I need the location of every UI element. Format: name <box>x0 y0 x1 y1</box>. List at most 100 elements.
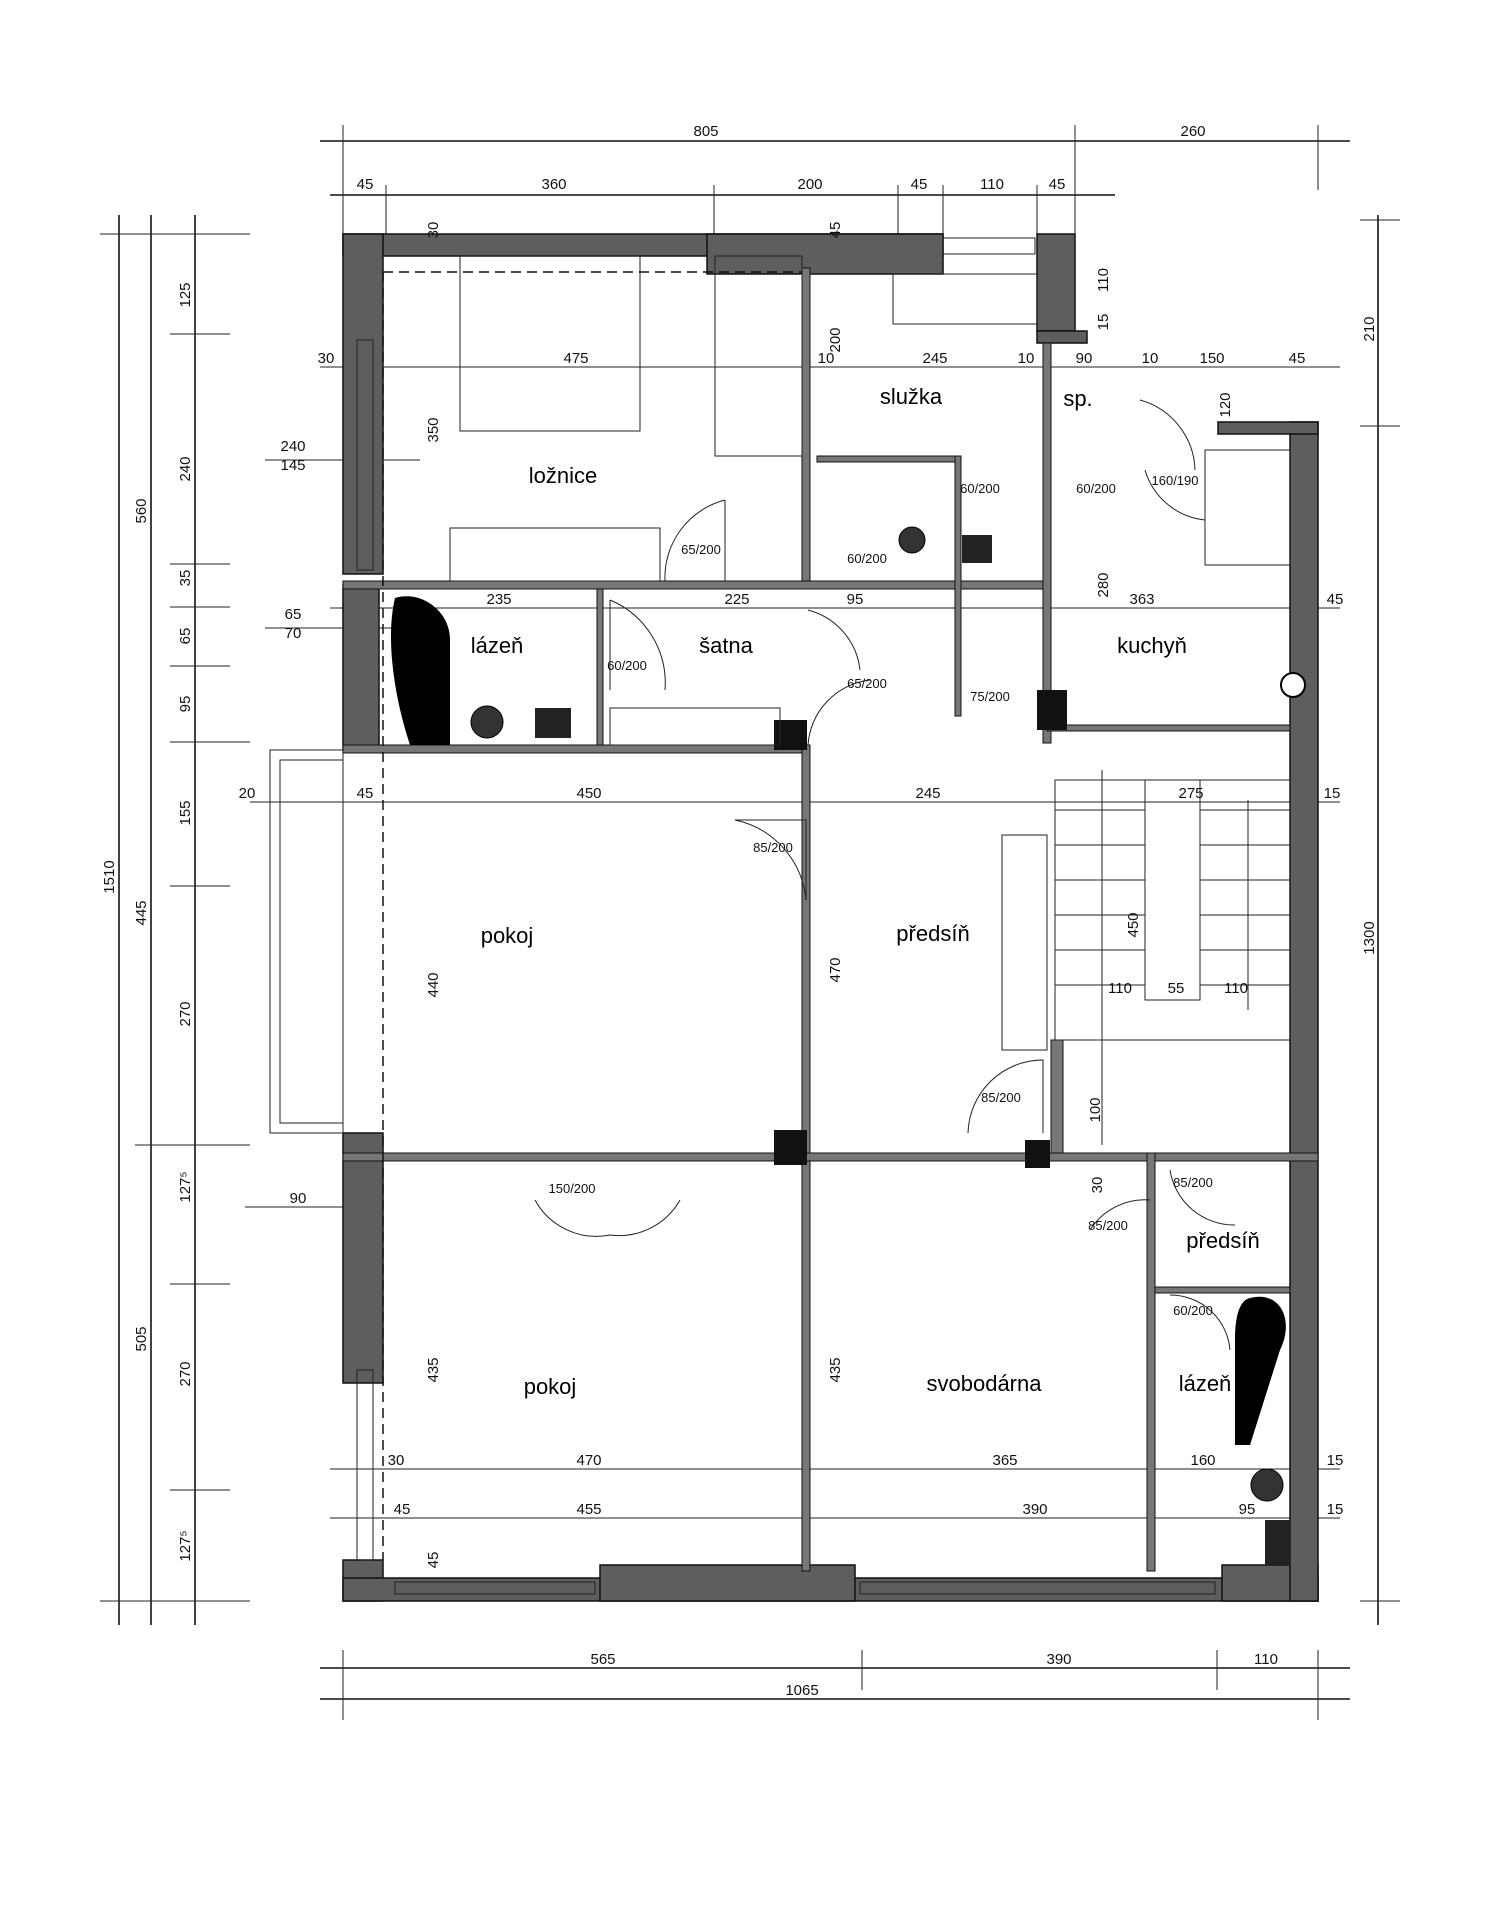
dim-label: 127⁵ <box>177 1530 194 1561</box>
dim-label: 90 <box>290 1190 307 1207</box>
dim-label: 505 <box>133 1326 150 1351</box>
dim-label: 240 <box>280 438 305 455</box>
dim-label: 245 <box>915 785 940 802</box>
dim-label: 365 <box>992 1452 1017 1469</box>
dim-label: 45 <box>357 785 374 802</box>
room-label-pokoj-mid: pokoj <box>481 923 534 948</box>
dim-label: 470 <box>827 957 844 982</box>
room-label-satna: šatna <box>699 633 754 658</box>
door-label: 60/200 <box>1173 1303 1213 1318</box>
dim-label: 565 <box>590 1651 615 1668</box>
dim-label: 65 <box>177 628 194 645</box>
bathtub <box>390 596 450 745</box>
room-label-predsin-mid: předsíň <box>896 921 969 946</box>
dim-label: 100 <box>1087 1097 1104 1122</box>
dim-label: 280 <box>1095 572 1112 597</box>
dim-label: 45 <box>1327 591 1344 608</box>
door-label: 85/200 <box>1088 1218 1128 1233</box>
dim-label: 275 <box>1178 785 1203 802</box>
dimension-labels: 805 260 45 360 200 45 110 45 30 475 245 … <box>101 123 1378 1699</box>
room-label-predsin-small: předsíň <box>1186 1228 1259 1253</box>
bed <box>459 255 641 432</box>
dim-label: 10 <box>1142 350 1159 367</box>
exterior-walls <box>342 233 1319 1602</box>
dim-label: 260 <box>1180 123 1205 140</box>
dim-label: 30 <box>425 222 442 239</box>
dim-label: 1065 <box>785 1682 818 1699</box>
dim-label: 20 <box>239 785 256 802</box>
dim-label: 470 <box>576 1452 601 1469</box>
room-label-spiz: sp. <box>1063 386 1092 411</box>
dim-label: 240 <box>177 456 194 481</box>
dim-label: 560 <box>133 498 150 523</box>
dim-label: 30 <box>388 1452 405 1469</box>
dim-label: 120 <box>1217 392 1234 417</box>
door-swings <box>534 399 1236 1351</box>
dim-label: 45 <box>357 176 374 193</box>
dim-label: 45 <box>394 1501 411 1518</box>
dim-label: 45 <box>911 176 928 193</box>
door-label: 60/200 <box>960 481 1000 496</box>
interior-walls <box>342 267 1319 1572</box>
dim-label: 155 <box>177 800 194 825</box>
dim-label: 1300 <box>1361 921 1378 954</box>
dim-label: 360 <box>541 176 566 193</box>
dim-label: 200 <box>797 176 822 193</box>
door-label: 85/200 <box>1173 1175 1213 1190</box>
dim-label: 1510 <box>101 860 118 893</box>
dim-label: 10 <box>1018 350 1035 367</box>
door-label: 60/200 <box>607 658 647 673</box>
room-labels: ložnice služka sp. lázeň šatna kuchyň po… <box>471 384 1260 1399</box>
room-label-loznice: ložnice <box>529 463 597 488</box>
door-label: 85/200 <box>753 840 793 855</box>
room-label-pokoj-bottom: pokoj <box>524 1374 577 1399</box>
dim-label: 90 <box>1076 350 1093 367</box>
dim-label: 270 <box>177 1001 194 1026</box>
dim-label: 95 <box>177 696 194 713</box>
dim-label: 30 <box>318 350 335 367</box>
dim-label: 127⁵ <box>177 1171 194 1202</box>
dim-label: 225 <box>724 591 749 608</box>
dim-label: 30 <box>1089 1177 1106 1194</box>
dim-label: 363 <box>1129 591 1154 608</box>
dim-label: 70 <box>285 625 302 642</box>
dim-label: 235 <box>486 591 511 608</box>
room-label-sluzka: služka <box>880 384 943 409</box>
dim-label: 455 <box>576 1501 601 1518</box>
door-label: 160/190 <box>1152 473 1199 488</box>
dim-label: 45 <box>425 1552 442 1569</box>
dim-label: 435 <box>827 1357 844 1382</box>
dim-label: 445 <box>133 900 150 925</box>
dim-label: 805 <box>693 123 718 140</box>
door-label: 65/200 <box>847 676 887 691</box>
dim-label: 440 <box>425 972 442 997</box>
dim-label: 10 <box>818 350 835 367</box>
room-label-lazen-top: lázeň <box>471 633 524 658</box>
dim-label: 65 <box>285 606 302 623</box>
door-label: 150/200 <box>549 1181 596 1196</box>
dimension-lines <box>100 125 1400 1720</box>
dim-label: 390 <box>1046 1651 1071 1668</box>
dim-label: 150 <box>1199 350 1224 367</box>
room-label-svobodarna: svobodárna <box>927 1371 1043 1396</box>
dim-label: 95 <box>1239 1501 1256 1518</box>
door-label: 65/200 <box>681 542 721 557</box>
door-labels: 65/200 60/200 60/200 60/200 160/190 60/2… <box>549 473 1213 1318</box>
dim-label: 45 <box>1049 176 1066 193</box>
dim-label: 390 <box>1022 1501 1047 1518</box>
dim-label: 450 <box>576 785 601 802</box>
dim-label: 245 <box>922 350 947 367</box>
windows <box>269 237 1216 1595</box>
door-label: 75/200 <box>970 689 1010 704</box>
room-label-lazen-bottom: lázeň <box>1179 1371 1232 1396</box>
dim-label: 475 <box>563 350 588 367</box>
dim-label: 45 <box>1289 350 1306 367</box>
dim-label: 15 <box>1324 785 1341 802</box>
door-label: 85/200 <box>981 1090 1021 1105</box>
dim-label: 270 <box>177 1361 194 1386</box>
fixtures <box>382 255 1306 1565</box>
dim-label: 125 <box>177 282 194 307</box>
dim-label: 450 <box>1125 912 1142 937</box>
dim-label: 160 <box>1190 1452 1215 1469</box>
